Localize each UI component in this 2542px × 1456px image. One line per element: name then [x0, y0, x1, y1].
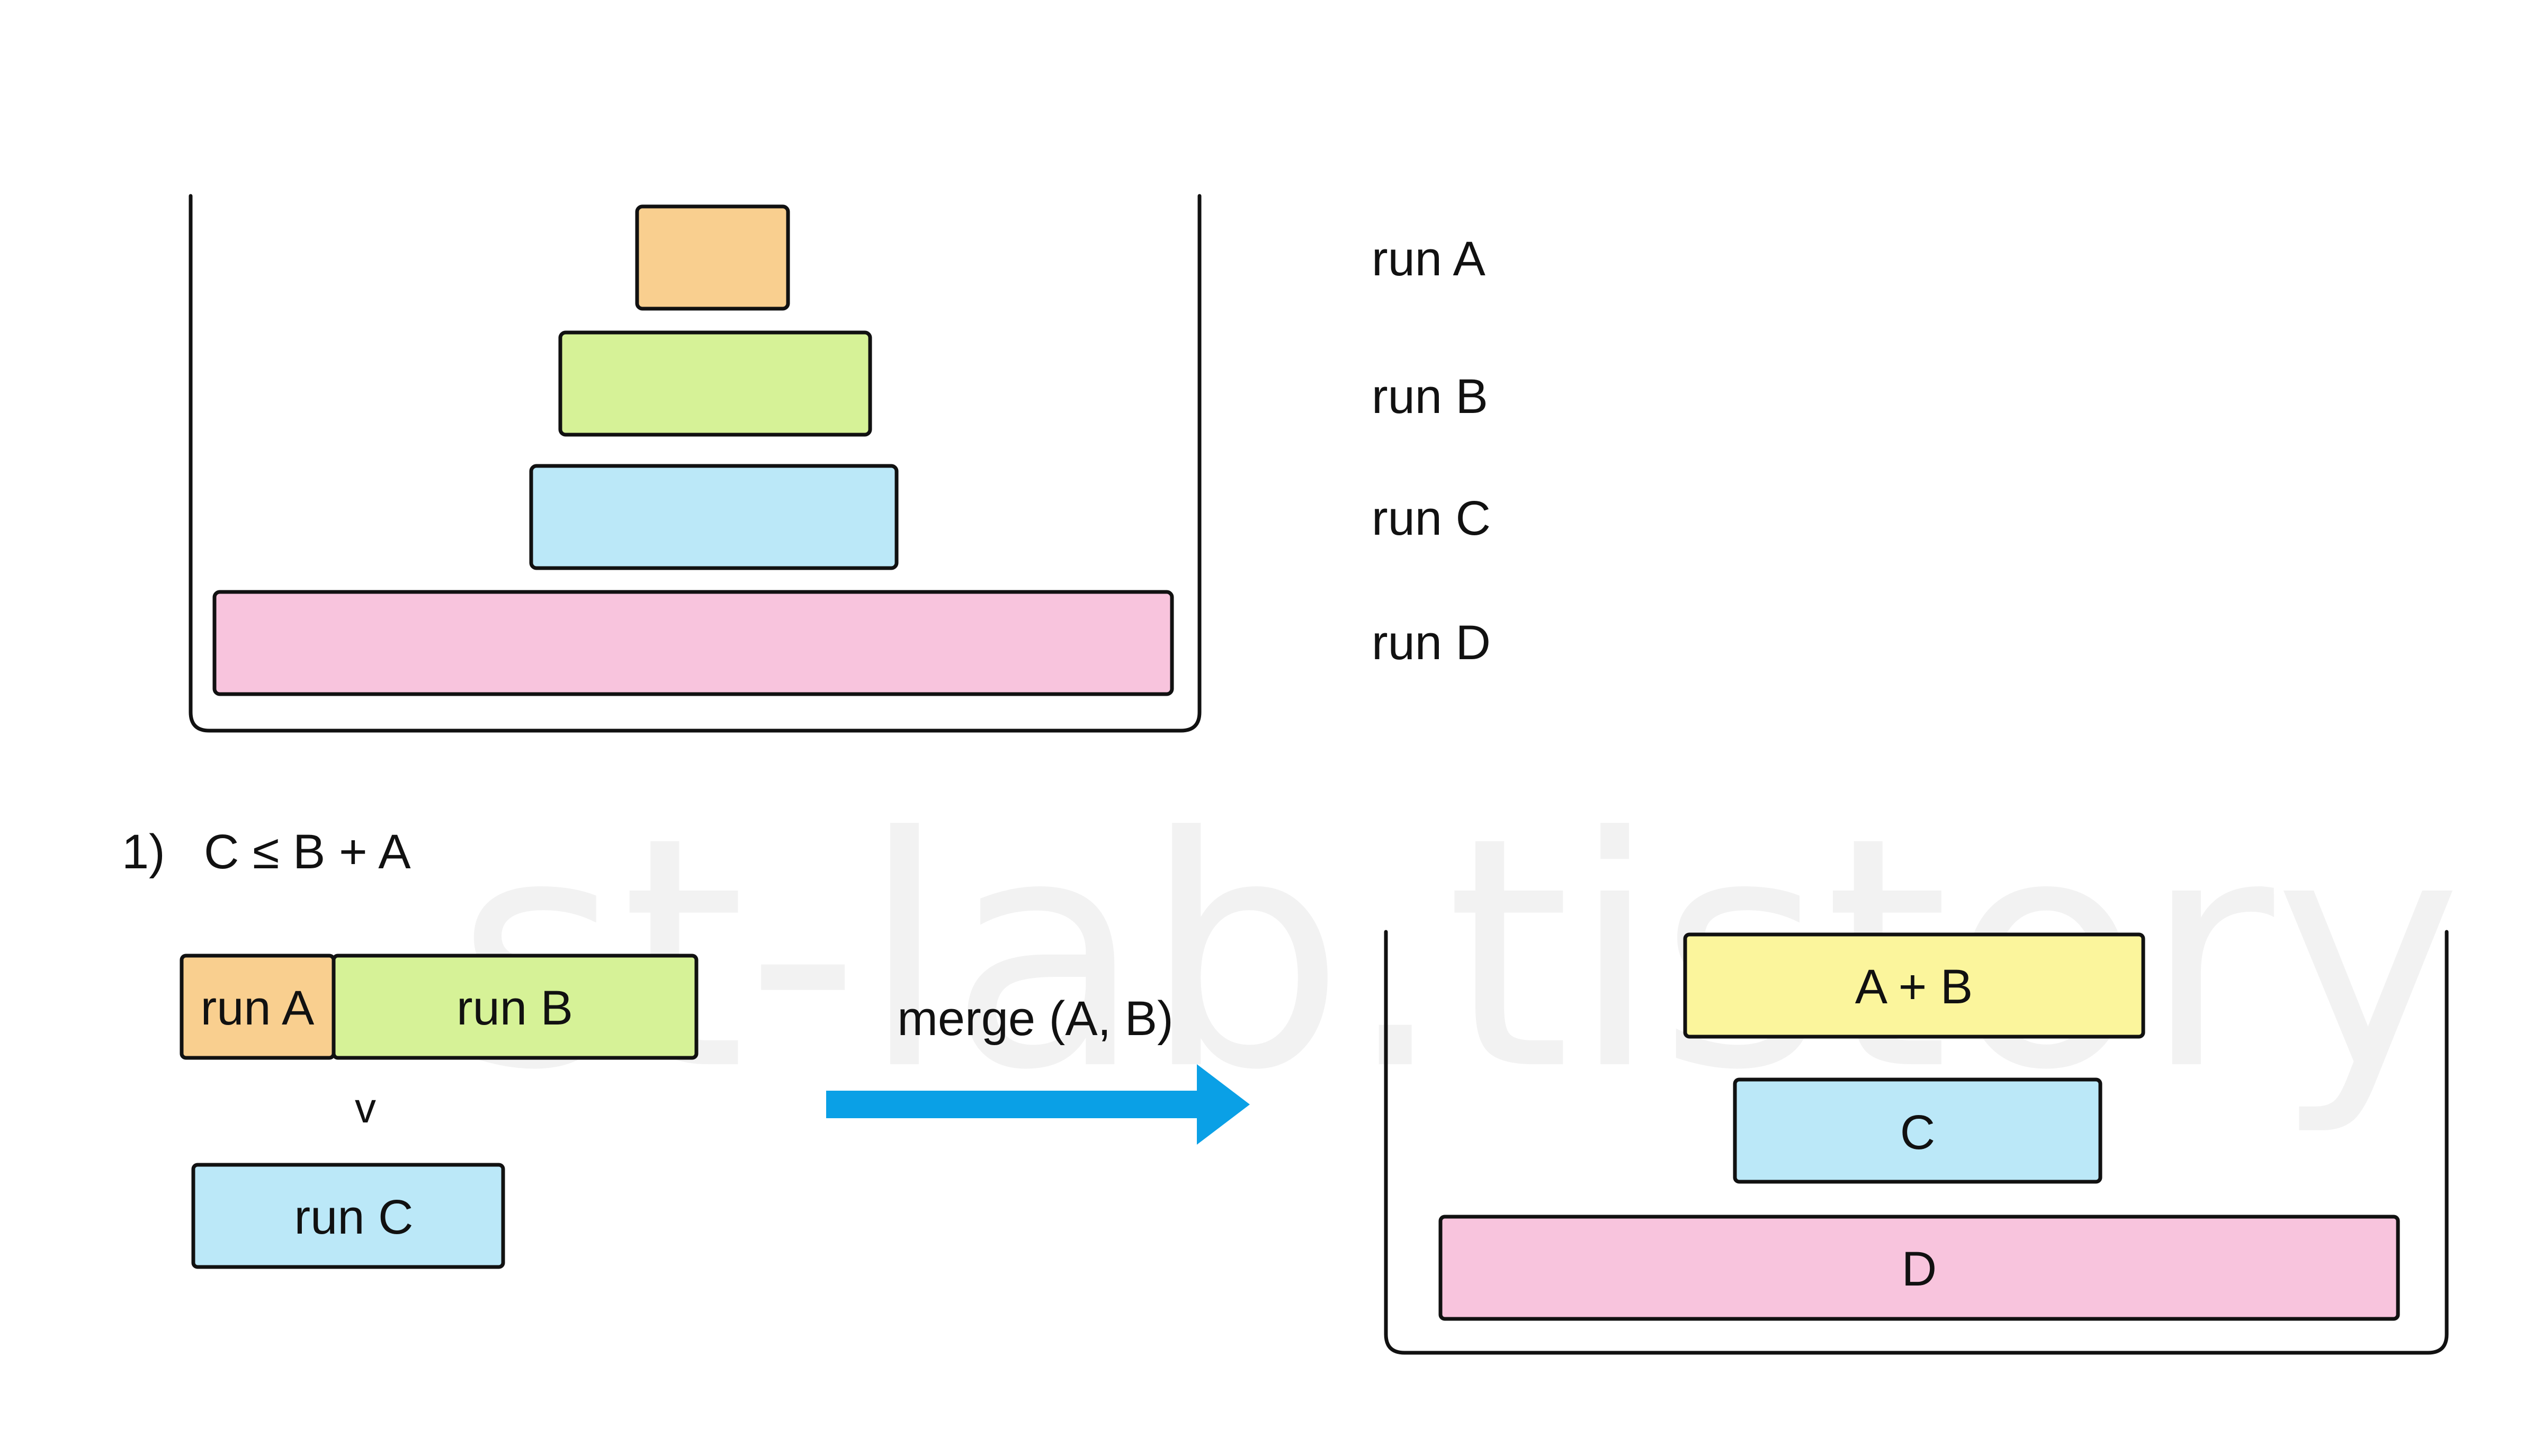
top-label-run-a: run A	[1372, 232, 1485, 286]
arrow-head	[1197, 1064, 1250, 1145]
result-d-label: D	[1902, 1242, 1937, 1296]
top-label-run-c: run C	[1372, 491, 1491, 545]
right-arrow-icon	[826, 1064, 1250, 1145]
condition-number: 1)	[122, 825, 165, 879]
top-label-run-b: run B	[1372, 370, 1488, 424]
result-c-block	[1733, 1077, 2102, 1184]
compare-symbol: v	[355, 1084, 376, 1131]
top-stack-container	[189, 194, 1202, 733]
compare-run-b-label: run B	[457, 981, 573, 1035]
result-c-label: C	[1900, 1106, 1935, 1160]
compare-run-b-block	[332, 954, 699, 1060]
watermark-text: st-lab.tistory	[455, 769, 2462, 1139]
compare-run-a-label: run A	[201, 981, 315, 1035]
merge-label: merge (A, B)	[897, 992, 1173, 1046]
top-run-a-block	[635, 204, 790, 311]
result-stack-container	[1384, 930, 2449, 1355]
compare-run-c-block	[191, 1163, 505, 1269]
compare-run-c-label: run C	[294, 1190, 414, 1244]
result-a-plus-b-label: A + B	[1855, 960, 1973, 1014]
arrow-shaft	[826, 1091, 1207, 1118]
result-d-block	[1438, 1215, 2400, 1321]
condition-text: C ≤ B + A	[204, 825, 411, 879]
top-run-c-block	[529, 464, 899, 570]
top-run-b-block	[558, 330, 872, 437]
result-a-plus-b-block	[1683, 932, 2145, 1039]
top-run-d-block	[212, 590, 1174, 696]
top-label-run-d: run D	[1372, 616, 1491, 670]
